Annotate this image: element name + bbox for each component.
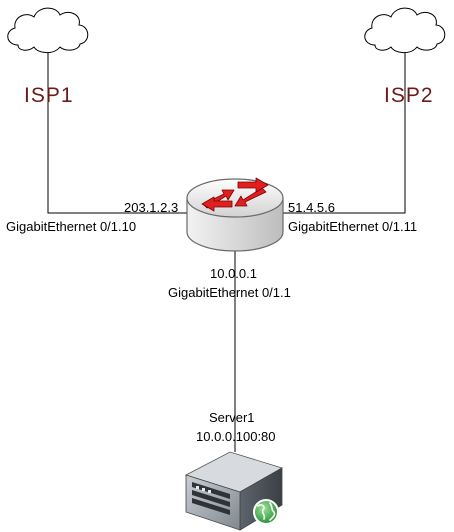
isp2-label: ISP2	[384, 84, 434, 107]
server-icon	[184, 451, 284, 531]
isp2-cloud-icon	[364, 7, 446, 54]
links	[47, 50, 406, 452]
router-left-ip: 203.1.2.3	[124, 200, 179, 215]
router-left-interface: GigabitEthernet 0/1.10	[6, 219, 137, 234]
router-bottom-interface: GigabitEthernet 0/1.1	[168, 285, 291, 300]
router-right-interface: GigabitEthernet 0/1.11	[288, 219, 418, 234]
router-bottom-ip: 10.0.0.1	[210, 266, 257, 281]
link-isp2-router	[282, 50, 406, 214]
server-name: Server1	[209, 410, 255, 425]
link-isp1-router	[47, 50, 188, 214]
router-icon	[186, 177, 284, 252]
server-address: 10.0.0.100:80	[196, 429, 276, 444]
globe-icon	[253, 499, 279, 525]
isp1-label: ISP1	[24, 84, 74, 107]
router-right-ip: 51.4.5.6	[288, 200, 335, 215]
isp1-cloud-icon	[7, 7, 89, 54]
